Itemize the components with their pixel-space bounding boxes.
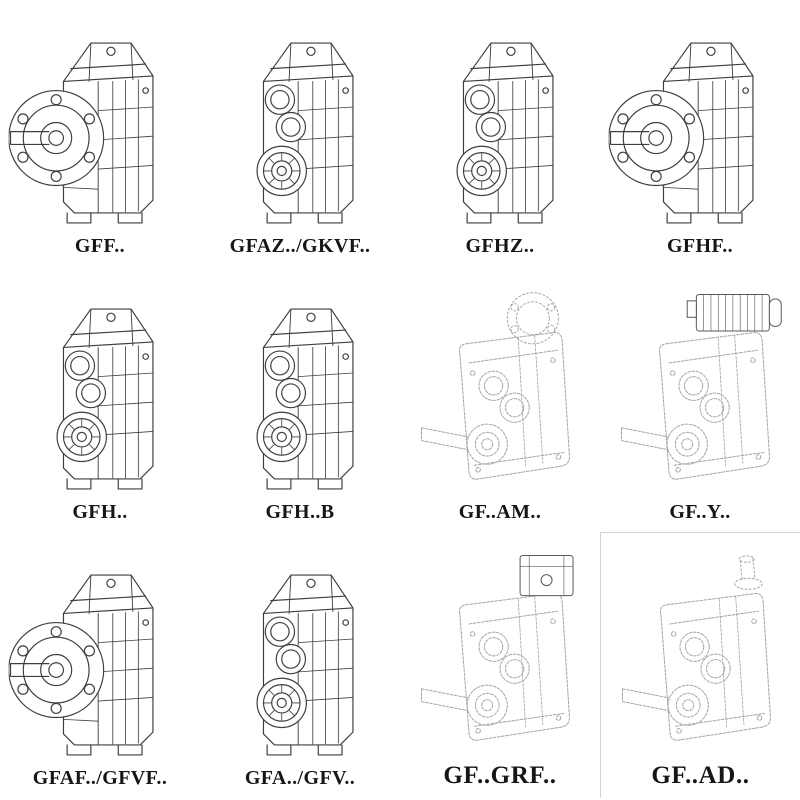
catalog-cell-gf-grf: GF..GRF..: [400, 532, 600, 798]
catalog-cell-gfhf: GFHF..: [600, 0, 800, 266]
gearbox-hollow-flange-drawing: [608, 23, 792, 233]
model-label: GF..GRF..: [443, 762, 557, 789]
model-label: GFF..: [74, 235, 126, 257]
catalog-cell-gff: GFF..: [0, 0, 200, 266]
drawing-symbol: [57, 309, 153, 489]
model-label: GFH..B: [265, 501, 335, 523]
drawing-symbol: [257, 309, 353, 489]
gearbox-front-bores-drawing: [208, 23, 392, 233]
drawing-symbol: [9, 43, 153, 223]
gearbox-adapter-flange-drawing: [408, 289, 592, 499]
gearbox-grf-adapter-drawing: [408, 550, 592, 760]
drawing-symbol: [621, 294, 781, 479]
model-label: GF..AM..: [458, 501, 542, 523]
gearbox-hollow-shaft-drawing: [8, 289, 192, 499]
gearbox-front-bores-drawing: [208, 555, 392, 765]
catalog-cell-gfhz: GFHZ..: [400, 0, 600, 266]
catalog-cell-gfh-b: GFH..B: [200, 266, 400, 532]
catalog-cell-gfh: GFH..: [0, 266, 200, 532]
model-label: GFHF..: [666, 235, 734, 257]
gearbox-output-flange-drawing: [8, 23, 192, 233]
gearbox-input-shaft-drawing: [609, 550, 793, 760]
catalog-cell-gfaz-gkvf: GFAZ../GKVF..: [200, 0, 400, 266]
model-label: GF..AD..: [651, 762, 750, 789]
model-label: GF..Y..: [669, 501, 731, 523]
model-label: GFA../GFV..: [244, 767, 356, 789]
catalog-cell-gfaf-gfvf: GFAF../GFVF..: [0, 532, 200, 798]
model-label: GFAZ../GKVF..: [229, 235, 371, 257]
catalog-cell-gfa-gfv: GFA../GFV..: [200, 532, 400, 798]
model-label: GFH..: [72, 501, 128, 523]
drawing-symbol: [421, 555, 573, 740]
drawing-symbol: [457, 43, 553, 223]
catalog-cell-gf-ad: GF..AD..: [600, 532, 800, 798]
gearbox-with-motor-drawing: [608, 289, 792, 499]
drawing-symbol: [609, 43, 753, 223]
gearbox-hollow-shaft-b-drawing: [208, 289, 392, 499]
drawing-symbol: [622, 556, 770, 740]
catalog-cell-gf-am: GF..AM..: [400, 266, 600, 532]
catalog-cell-gf-y: GF..Y..: [600, 266, 800, 532]
drawing-symbol: [257, 43, 353, 223]
model-label: GFHZ..: [465, 235, 535, 257]
drawing-symbol: [421, 293, 569, 480]
drawing-symbol: [9, 575, 153, 755]
drawing-symbol: [257, 575, 353, 755]
gearbox-output-flange-drawing: [8, 555, 192, 765]
model-label: GFAF../GFVF..: [32, 767, 168, 789]
gearbox-hollow-shaft-drawing: [408, 23, 592, 233]
